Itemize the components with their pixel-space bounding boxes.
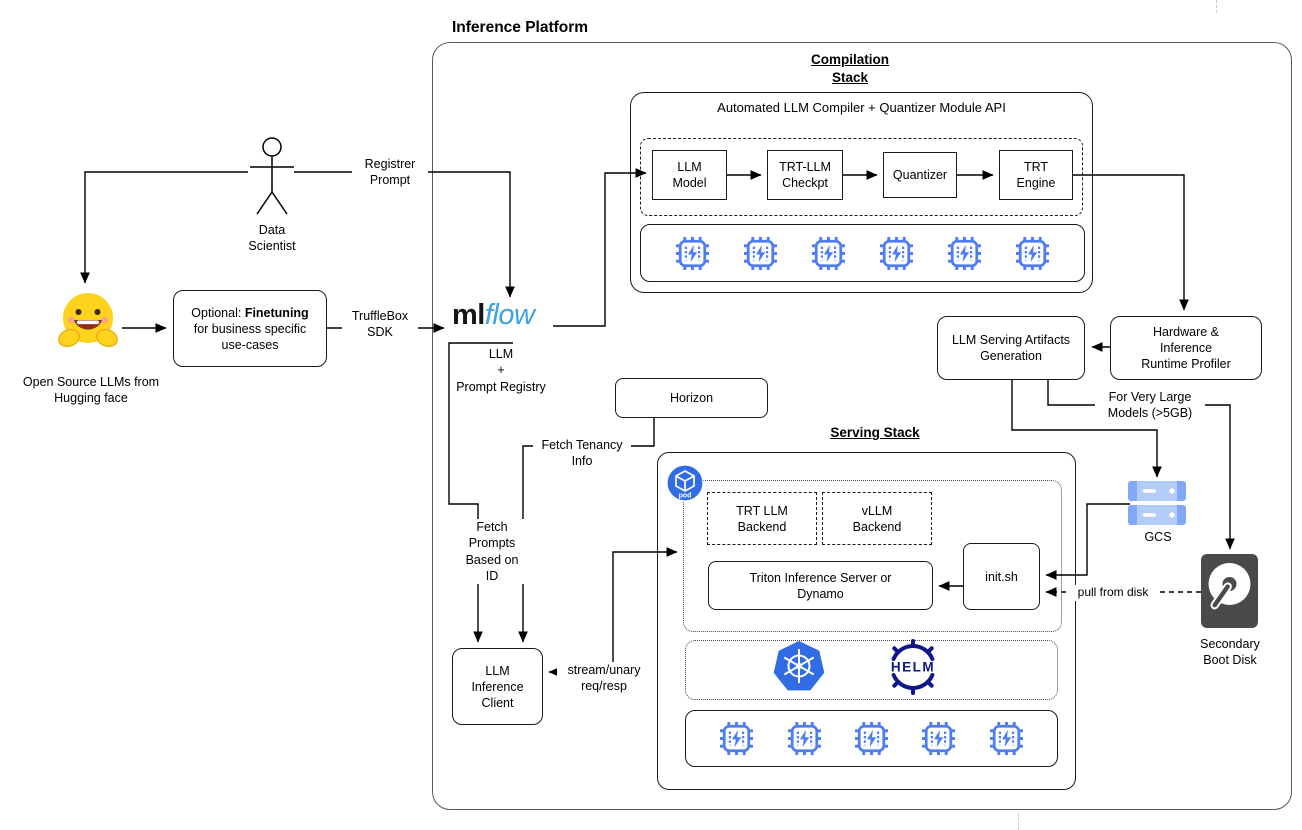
edge-label-very-large-models: For Very Large Models (>5GB) — [1095, 389, 1205, 422]
serving-orchestration-group — [685, 640, 1058, 700]
compiler-api-label: Automated LLM Compiler + Quantizer Modul… — [717, 100, 1006, 115]
page-break-bottom — [1018, 813, 1019, 830]
page-break-top — [1216, 0, 1217, 13]
serving-stack-title: Serving Stack — [830, 425, 920, 440]
gpu-chip-icon — [990, 722, 1023, 755]
compilation-stack-title: Compilation Stack — [811, 52, 889, 85]
hf-caption: Open Source LLMs from Hugging face — [22, 375, 160, 406]
edge-label-register-prompt: Registrer Prompt — [352, 156, 428, 189]
node-init-sh: init.sh — [963, 543, 1040, 610]
node-artifacts-generation: LLM Serving Artifacts Generation — [937, 316, 1085, 380]
edge-label-pull-from-disk: pull from disk — [1068, 585, 1158, 601]
node-llm-model: LLM Model — [652, 150, 727, 200]
node-finetuning: Optional: Finetuning for business specif… — [173, 290, 327, 367]
node-horizon: Horizon — [615, 378, 768, 418]
gpu-chip-icon — [948, 237, 981, 270]
edge-label-fetch-tenancy: Fetch Tenancy Info — [533, 437, 631, 470]
node-trt-llm-backend: TRT LLM Backend — [707, 492, 817, 545]
mlflow-logo: mlflow — [452, 299, 535, 331]
gpu-chip-icon — [676, 237, 709, 270]
node-triton-server: Triton Inference Server or Dynamo — [708, 561, 933, 610]
node-trt-engine: TRT Engine — [999, 150, 1073, 200]
serving-gpu-pool — [685, 710, 1058, 767]
gpu-chip-icon — [880, 237, 913, 270]
compilation-gpu-pool — [640, 224, 1085, 282]
gpu-chip-icon — [855, 722, 888, 755]
node-runtime-profiler: Hardware & Inference Runtime Profiler — [1110, 316, 1262, 380]
edge-label-trufflebox-sdk: TruffleBox SDK — [342, 308, 418, 341]
node-vllm-backend: vLLM Backend — [822, 492, 932, 545]
gpu-chip-icon — [788, 722, 821, 755]
inference-platform-box — [432, 42, 1292, 810]
hugging-face-icon — [58, 293, 118, 348]
actor-label: Data Scientist — [248, 223, 296, 254]
platform-title: Inference Platform — [452, 19, 589, 36]
gpu-chip-icon — [812, 237, 845, 270]
gpu-chip-icon — [922, 722, 955, 755]
edge-label-stream-unary: stream/unary req/resp — [557, 662, 651, 695]
node-llm-inference-client: LLM Inference Client — [452, 648, 543, 725]
node-quantizer: Quantizer — [883, 152, 957, 198]
gcs-label: GCS — [1144, 530, 1172, 544]
boot-disk-label: Secondary Boot Disk — [1200, 637, 1260, 668]
gpu-chip-icon — [720, 722, 753, 755]
edge-label-fetch-prompts: Fetch Prompts Based on ID — [458, 519, 526, 584]
gpu-chip-icon — [1016, 237, 1049, 270]
gpu-chip-icon — [744, 237, 777, 270]
mlflow-subtitle: LLM + Prompt Registry — [456, 347, 546, 394]
node-trt-llm-checkpt: TRT-LLM Checkpt — [767, 150, 843, 200]
edge-actor-to-hf — [80, 171, 248, 284]
data-scientist-figure — [250, 137, 294, 215]
